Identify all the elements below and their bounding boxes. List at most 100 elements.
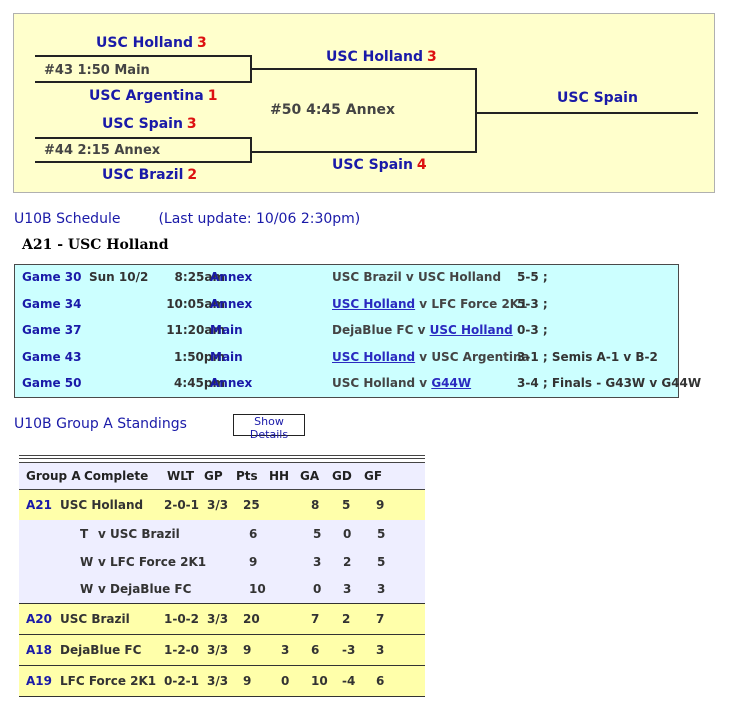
detail-ga: 0 <box>313 582 322 596</box>
team-name: USC Spain <box>557 90 638 106</box>
team-gd: 5 <box>342 498 351 512</box>
detail-opponent: v USC Brazil <box>98 527 180 541</box>
game-time: 8:25am <box>174 270 225 284</box>
team-gp: 3/3 <box>207 673 229 688</box>
home-team-link[interactable]: USC Holland <box>332 296 416 311</box>
team-name: USC Argentina <box>89 88 204 104</box>
game-time: 4:45pm <box>174 376 225 390</box>
detail-opponent: v LFC Force 2K1 <box>98 554 207 569</box>
team-gd: 2 <box>342 611 351 626</box>
team-pts: 20 <box>243 611 260 626</box>
team-name: USC Brazil <box>60 611 130 626</box>
detail-pts: 9 <box>249 554 258 569</box>
standings-heading: U10B Group A Standings <box>14 416 187 432</box>
col-group: Group A <box>26 469 81 483</box>
team-gf: 7 <box>376 611 385 626</box>
game-number: Game 34 <box>22 296 82 311</box>
bracket-winner: USC Spain <box>557 90 638 106</box>
detail-result: T <box>80 527 89 541</box>
team-gd: -3 <box>342 642 356 657</box>
team-wlt: 2-0-1 <box>164 498 200 512</box>
col-gd: GD <box>332 469 352 483</box>
game-result: 0-3 ; <box>517 323 548 337</box>
show-details-button[interactable]: Show Details <box>233 414 305 441</box>
team-name: USC Spain <box>102 116 183 132</box>
team-hh: 3 <box>281 642 290 657</box>
team-wlt: 1-0-2 <box>164 611 200 626</box>
bracket-final-info: #50 4:45 Annex <box>270 102 396 118</box>
team-id: A21 <box>26 498 52 512</box>
game-time: 1:50pm <box>174 349 225 364</box>
detail-gf: 5 <box>377 554 386 569</box>
detail-gd: 0 <box>343 527 352 541</box>
team-gd: -4 <box>342 673 356 688</box>
detail-ga: 5 <box>313 527 322 541</box>
col-complete: Complete <box>84 469 149 483</box>
team-gf: 3 <box>376 642 385 657</box>
team-ga: 10 <box>311 673 328 688</box>
home-team: DejaBlue FC <box>332 323 414 337</box>
col-gf: GF <box>364 469 383 483</box>
game-number: Game 50 <box>22 376 82 390</box>
game-result: 5-5 ; <box>517 270 548 284</box>
team-wlt: 0-2-1 <box>164 673 200 688</box>
team-name: LFC Force 2K1 <box>60 673 157 688</box>
game-result: 3-4 ; Finals - G43W v G44W <box>517 376 702 390</box>
game-number: Game 37 <box>22 323 82 337</box>
col-gp: GP <box>204 469 223 483</box>
last-update: (Last update: 10/06 2:30pm) <box>158 211 361 227</box>
game-number: Game 30 <box>22 270 82 284</box>
home-team-link[interactable]: USC Holland <box>332 349 416 364</box>
versus: v <box>415 376 432 390</box>
game-result: 3-1 ; Semis A-1 v B-2 <box>517 349 658 364</box>
team-gf: 6 <box>376 673 385 688</box>
game-date: Sun 10/2 <box>89 270 149 284</box>
detail-gd: 2 <box>343 554 352 569</box>
versus: v <box>415 296 432 311</box>
away-team-link[interactable]: G44W <box>431 376 472 390</box>
team-name: USC Holland <box>60 498 144 512</box>
team-gp: 3/3 <box>207 498 229 512</box>
away-team-link[interactable]: USC Holland <box>429 323 513 337</box>
home-team: USC Holland <box>332 376 416 390</box>
col-wlt: WLT <box>167 469 195 483</box>
game-field: Annex <box>210 376 253 390</box>
schedule-heading: U10B Schedule(Last update: 10/06 2:30pm) <box>14 211 360 227</box>
versus: v <box>401 270 418 284</box>
team-gp: 3/3 <box>207 642 229 657</box>
detail-result: W <box>80 554 94 569</box>
away-team: USC Holland <box>417 270 502 284</box>
col-hh: HH <box>269 469 290 483</box>
game-field: Main <box>210 349 243 364</box>
game-matchup: USC Holland v USC Argentina <box>332 350 530 364</box>
away-team: USC Argentina <box>431 349 530 364</box>
game-matchup: DejaBlue FC v USC Holland <box>332 323 513 337</box>
team-name: USC Holland <box>96 35 193 51</box>
team-id: A18 <box>26 642 52 657</box>
game-field: Annex <box>210 296 253 311</box>
team-ga: 6 <box>311 642 320 657</box>
team-score: 4 <box>416 157 427 173</box>
game-field: Main <box>210 323 243 337</box>
versus: v <box>413 323 430 337</box>
away-team: LFC Force 2K1 <box>431 296 528 311</box>
team-id: A19 <box>26 673 52 688</box>
standings-header-row: Group A Complete WLT GP Pts HH GA GD GF <box>19 462 425 490</box>
team-gf: 9 <box>376 498 385 512</box>
game-result: 5-3 ; <box>517 296 548 311</box>
team-gp: 3/3 <box>207 611 229 626</box>
game-matchup: USC Holland v LFC Force 2K1 <box>332 297 527 311</box>
team-score: 3 <box>196 35 207 51</box>
